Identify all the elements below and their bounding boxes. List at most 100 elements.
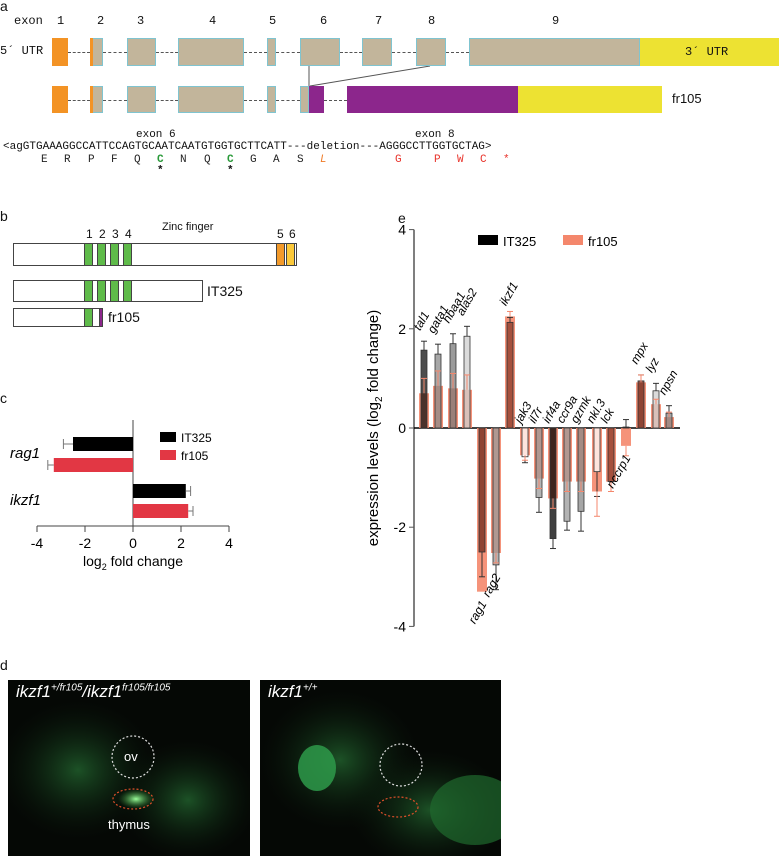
zinc-finger-4	[123, 244, 132, 265]
zinc-finger-label: Zinc finger	[162, 221, 214, 233]
legend-swatch-fr105	[563, 235, 583, 245]
amino-acid: R	[64, 154, 71, 166]
seq-deletion: ---deletion---	[286, 141, 380, 153]
amino-acid-mutant: G	[395, 154, 402, 166]
exon-word: exon	[14, 14, 43, 28]
genotype-gene: ikzf1	[16, 682, 51, 701]
zinc-finger-5	[276, 244, 285, 265]
bar-it325-gata1	[434, 353, 442, 429]
panel-c-label: c	[0, 390, 7, 406]
genotype-gene2: /ikzf1	[82, 682, 123, 701]
zinc-finger-1	[84, 244, 93, 265]
exon6-seq-label: exon 6	[136, 129, 176, 141]
panel-e-label: e	[398, 210, 406, 226]
amino-acid-mutant: C	[480, 154, 487, 166]
exon8	[416, 38, 446, 66]
intron-line	[276, 52, 300, 53]
cysteine-marker: *	[157, 165, 164, 177]
zinc-finger-3	[110, 244, 119, 265]
panel-a-label: a	[0, 0, 8, 14]
category-label: ikzf1	[10, 492, 41, 509]
legend-label-IT325: IT325	[181, 431, 212, 445]
genotype-gene: ikzf1	[268, 682, 303, 701]
x-tick-label: 2	[177, 535, 185, 551]
amino-acid: Q	[134, 154, 141, 166]
intron-line	[103, 99, 127, 101]
y-tick-label: 2	[398, 321, 406, 337]
exon7	[362, 38, 392, 66]
intron-line	[156, 52, 178, 53]
genotype-allele2: fr105/fr105	[122, 682, 171, 694]
amino-acid: N	[180, 154, 187, 166]
legend-swatch-IT325	[160, 432, 176, 442]
domain-number: 1	[86, 227, 93, 241]
fr105-frameshift-exon	[347, 86, 518, 113]
exon-number-8: 8	[428, 14, 436, 28]
panel-b-label: b	[0, 208, 8, 224]
bar-it325-nccrp1	[622, 426, 630, 429]
y-tick-label: 4	[398, 222, 406, 238]
protein-it325	[13, 280, 203, 302]
intron-line	[392, 52, 416, 53]
intron-line	[244, 52, 267, 53]
legend-label-fr105: fr105	[588, 234, 618, 249]
bar-it325-rag1	[478, 427, 486, 553]
category-label: rag1	[465, 598, 489, 626]
amino-acid: Q	[204, 154, 211, 166]
it325-zinc-finger-2	[97, 281, 106, 301]
exon4	[178, 38, 244, 66]
fr105-transcript-label: fr105	[672, 91, 702, 106]
y-axis-label: expression levels (log2 fold change)	[365, 310, 385, 547]
amino-acid: F	[111, 154, 118, 166]
bar-fr105-ikzf1	[133, 504, 189, 518]
bar-it325-ikzf1	[506, 321, 514, 429]
domain-number: 2	[99, 227, 106, 241]
fr105-exon3	[127, 86, 156, 113]
fr105-protein-label: fr105	[108, 309, 140, 325]
fr105-exon2-utr	[90, 86, 93, 113]
micrograph-mutant: ikzf1+/fr105/ikzf1fr105/fr105 ov thymus	[8, 680, 250, 856]
fr105-zinc-finger-1	[84, 309, 93, 326]
category-label: ikzf1	[496, 280, 520, 308]
y-tick-label: 0	[398, 420, 406, 436]
micrograph-wildtype-title: ikzf1+/+	[268, 682, 317, 702]
exon-number-3: 3	[137, 14, 145, 28]
exon8-seq-label: exon 8	[415, 129, 455, 141]
bar-it325-irf4a	[549, 427, 557, 540]
exon6	[300, 38, 340, 66]
it325-protein-label: IT325	[207, 283, 243, 299]
bar-it325-nkl.3	[593, 427, 601, 473]
thymus-label: thymus	[108, 817, 150, 832]
micrograph-wildtype: ikzf1+/+	[260, 680, 501, 856]
it325-zinc-finger-3	[110, 281, 119, 301]
fr105-utr3	[518, 86, 662, 113]
category-label: rag1	[10, 445, 40, 462]
utr3-label: 3´ UTR	[685, 45, 729, 59]
exon-number-9: 9	[552, 14, 560, 28]
exon3	[127, 38, 156, 66]
zinc-finger-6	[286, 244, 295, 265]
intron-line	[156, 99, 178, 101]
x-tick-label: -4	[31, 535, 44, 551]
exon1	[52, 38, 68, 66]
fr105-exon1	[52, 86, 68, 113]
bar-it325-rag2	[492, 427, 500, 566]
it325-zinc-finger-1	[84, 281, 93, 301]
legend-swatch-IT325	[478, 235, 498, 245]
x-tick-label: 0	[129, 535, 137, 551]
seq-right: AGGGCCTTGGTGCTAG>	[379, 141, 492, 153]
bar-it325-mpx	[637, 380, 645, 429]
amino-acid-mutant: W	[457, 154, 464, 166]
genotype-allele1: +/fr105	[50, 682, 83, 694]
genotype-allele: +/+	[302, 682, 318, 694]
cysteine-marker: *	[227, 165, 234, 177]
amino-acid: E	[41, 154, 48, 166]
intron-line	[276, 99, 300, 101]
x-tick-label: -2	[79, 535, 92, 551]
exon-number-2: 2	[97, 14, 105, 28]
legend-label-IT325: IT325	[503, 234, 536, 249]
exon5	[267, 38, 276, 66]
bar-fr105-nccrp1	[621, 428, 631, 446]
